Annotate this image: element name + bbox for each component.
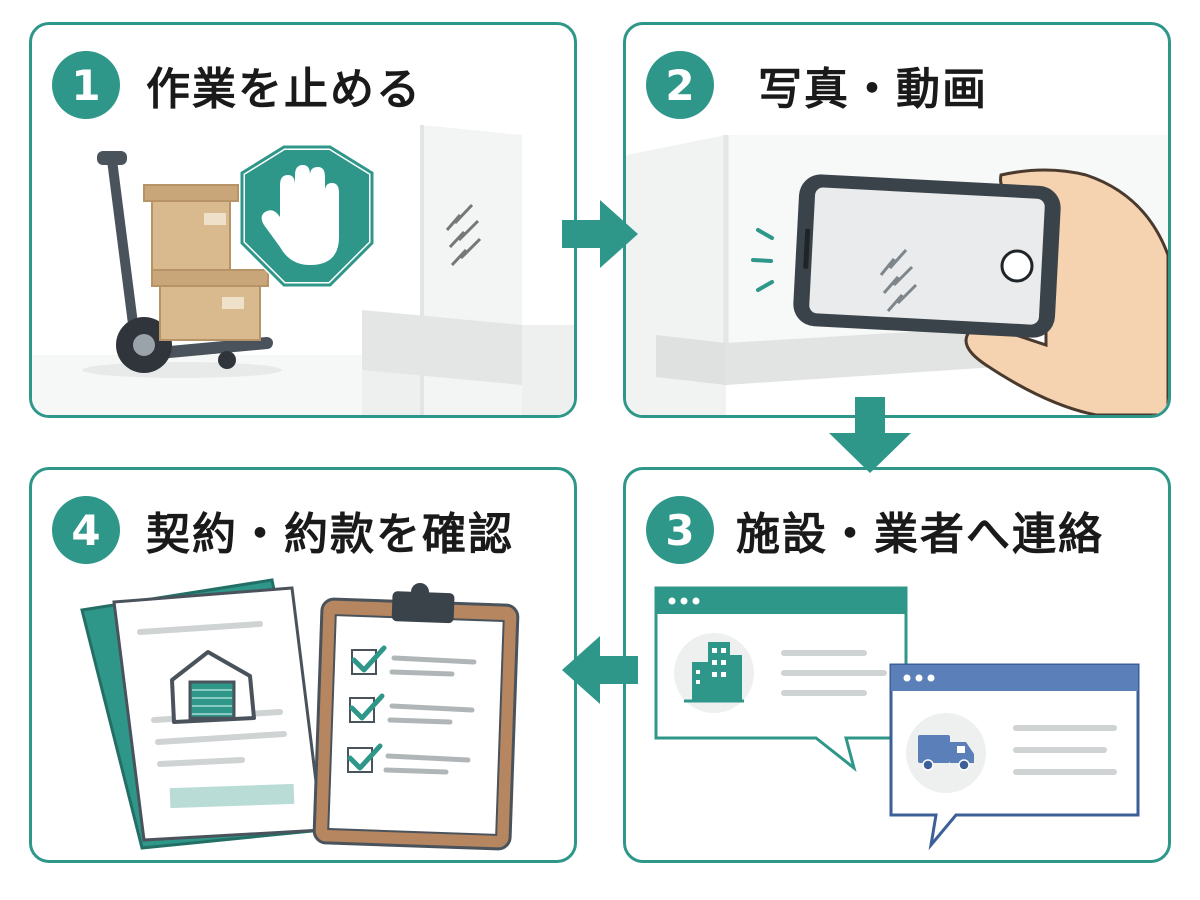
step-4-illustration (80, 578, 520, 851)
checklist-clipboard-icon (312, 583, 520, 851)
step-3-illustration (654, 586, 1140, 851)
step-2-header: 2 写真・動画 (646, 51, 988, 119)
step-1-panel: 1 作業を止める (29, 22, 577, 418)
step-4-panel: 4 契約・約款を確認 (29, 467, 577, 863)
flow-arrow-right (562, 200, 638, 268)
contract-document-icon (80, 578, 324, 850)
smartphone-camera-icon (793, 174, 1061, 338)
step-2-panel: 2 写真・動画 (623, 22, 1171, 418)
step-1-title: 作業を止める (146, 64, 422, 115)
hand-icon (964, 168, 1168, 415)
flow-arrow-down (829, 397, 911, 473)
step-2-title: 写真・動画 (758, 64, 988, 115)
step-1-illustration (32, 125, 574, 415)
step-4-header: 4 契約・約款を確認 (52, 496, 514, 564)
step-3-header: 3 施設・業者へ連絡 (646, 496, 1104, 564)
step-4-number-badge: 4 (52, 496, 120, 564)
step-2-illustration (626, 135, 1168, 415)
building-icon (674, 633, 754, 713)
camera-flash-lines (751, 228, 774, 292)
warehouse-icon (170, 650, 256, 724)
stop-hand-sign-icon (239, 144, 375, 288)
step-3-number-badge: 3 (646, 496, 714, 564)
step-1-number-badge: 1 (52, 51, 120, 119)
truck-icon (906, 713, 986, 793)
chat-window-icon (889, 663, 1140, 851)
step-1-header: 1 作業を止める (52, 51, 422, 119)
step-3-panel: 3 施設・業者へ連絡 (623, 467, 1171, 863)
chat-window-icon (654, 586, 908, 772)
step-2-number-badge: 2 (646, 51, 714, 119)
step-3-title: 施設・業者へ連絡 (736, 509, 1104, 560)
hand-truck-icon (82, 151, 282, 378)
flow-arrow-left (562, 636, 638, 704)
step-4-title: 契約・約款を確認 (146, 509, 514, 560)
scratched-wall-icon (445, 203, 482, 267)
